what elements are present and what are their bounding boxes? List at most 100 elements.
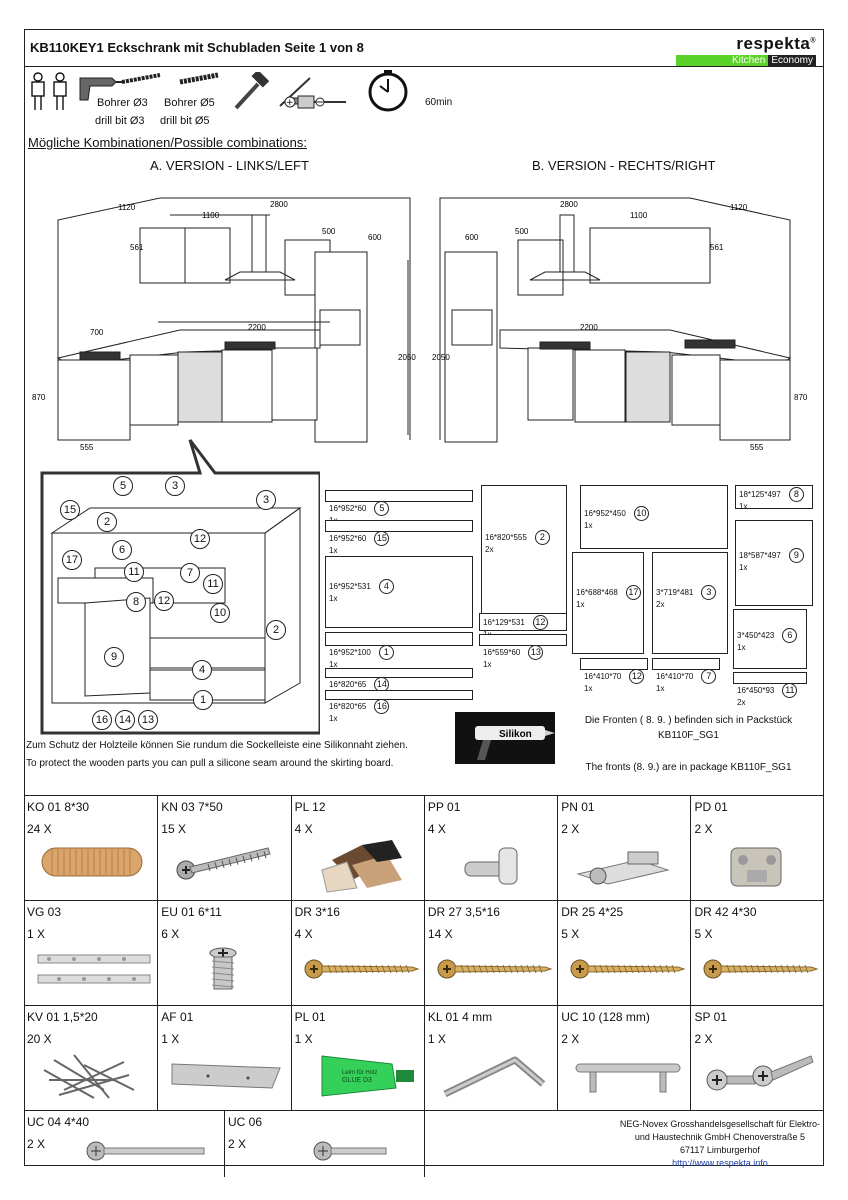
part-quantity: 1x [737, 643, 746, 653]
hardware-code: KL 01 4 mm [427, 1010, 493, 1024]
part-panel [580, 485, 728, 549]
fronts-note-de-2: KB110F_SG1 [658, 730, 719, 741]
hardware-cell: KV 01 1,5*20 20 X [24, 1006, 157, 1110]
hammer-icon [234, 72, 270, 110]
dim-600-b: 600 [465, 233, 479, 242]
callout-number: 2 [266, 620, 286, 640]
dim-2800-a: 2800 [270, 200, 288, 209]
part-dimensions: 3*719*481 [656, 588, 694, 598]
euro-screw-icon [209, 947, 237, 990]
hardware-cell: PL 12 4 X [290, 796, 424, 900]
part-panel [325, 556, 473, 628]
part-dimensions: 16*410*70 [584, 672, 622, 681]
part-number: 10 [633, 505, 649, 521]
hardware-code: UC 06 [228, 1115, 263, 1129]
dim-1100-b: 1100 [630, 211, 648, 220]
hardware-code: VG 03 [27, 905, 62, 919]
hardware-cell: PD 01 2 X [690, 796, 823, 900]
part-number: 5 [374, 501, 390, 516]
part-number: 3 [701, 585, 717, 601]
part-quantity: 1x [576, 600, 585, 610]
hardware-code: DR 3*16 [294, 905, 340, 919]
two-persons-icon [31, 72, 67, 110]
glue-label-2: GLUE D3 [342, 1077, 372, 1084]
callout-number: 12 [190, 529, 210, 549]
part-dimensions: 16*820*65 [329, 702, 367, 711]
svg-text:+: + [286, 98, 294, 108]
part-panel [481, 485, 567, 623]
part-dimensions: 16*952*60 [329, 534, 367, 543]
part-dimensions: 18*125*497 [739, 490, 781, 499]
company-address: NEG-Novex Grosshandelsgesellschaft für E… [424, 1111, 824, 1177]
drill-bit-5-en: drill bit Ø5 [160, 115, 210, 127]
handle-icon [575, 1063, 681, 1093]
page-title: KB110KEY1 Eckschrank mit Schubladen Seit… [30, 40, 364, 55]
wood-screw-icon [703, 959, 820, 979]
hardware-qty: 6 X [161, 927, 180, 941]
address-line-2: und Haustechnik GmbH Chenoverstraße 5 [634, 1132, 805, 1142]
hardware-cell: PP 01 4 X [423, 796, 557, 900]
version-b-label: B. VERSION - RECHTS/RIGHT [532, 158, 716, 173]
brand-reg: ® [810, 37, 816, 45]
hardware-qty: 4 X [294, 927, 313, 941]
callout-number: 2 [97, 512, 117, 532]
part-dimensions: 3*450*423 [737, 631, 775, 641]
callout-number: 16 [92, 710, 112, 730]
part-dimensions: 16*688*468 [576, 588, 618, 598]
address-line-1: NEG-Novex Grosshandelsgesellschaft für E… [619, 1119, 820, 1129]
silicone-note-de: Zum Schutz der Holzteile können Sie rund… [26, 740, 408, 751]
drill-bit-3-en: drill bit Ø3 [95, 115, 145, 127]
part-dimensions: 16*952*100 [329, 648, 371, 657]
assembly-time: 60min [425, 97, 453, 108]
hardware-code: UC 10 (128 mm) [561, 1010, 650, 1024]
dim-2050-b: 2050 [432, 353, 450, 362]
hardware-qty: 5 X [561, 927, 580, 941]
callout-number: 6 [112, 540, 132, 560]
hardware-code: DR 25 4*25 [561, 905, 624, 919]
part-dimensions: 16*559*60 [483, 648, 521, 657]
callout-number: 3 [165, 476, 185, 496]
callout-number: 4 [192, 660, 212, 680]
hardware-grid: KO 01 8*30 24 X KN 03 7*50 15 X PL 12 4 … [24, 795, 824, 1177]
mounting-plate-icon [730, 847, 782, 887]
part-dimensions: 16*820*555 [485, 533, 527, 543]
dim-555-b: 555 [750, 443, 764, 452]
silicone-notes: Zum Schutz der Holzteile können Sie rund… [26, 737, 408, 773]
hardware-code: PL 01 [294, 1010, 326, 1024]
hardware-cell: VG 03 1 X [24, 901, 157, 1005]
hardware-code: SP 01 [694, 1010, 727, 1024]
part-label: 16*688*468 17 1x [576, 585, 641, 609]
part-number: 4 [378, 579, 394, 595]
hardware-qty: 2 X [694, 1032, 713, 1046]
part-quantity: 1x [483, 660, 492, 669]
hardware-cell: AF 01 1 X [157, 1006, 290, 1110]
drill-bit-5-de: Bohrer Ø5 [164, 97, 215, 109]
part-quantity: 1x [584, 684, 593, 693]
callout-number: 7 [180, 563, 200, 583]
part-dimensions: 16*410*70 [656, 672, 694, 681]
hardware-code: EU 01 6*11 [161, 905, 222, 919]
hardware-qty: 4 X [294, 822, 313, 836]
hardware-cell-uc04: UC 04 4*40 2 X [24, 1111, 224, 1177]
part-panel [580, 658, 648, 670]
hardware-qty: 2 X [27, 1137, 46, 1151]
wood-screw-icon [570, 959, 686, 979]
part-number: 17 [625, 585, 641, 601]
part-panel [479, 634, 567, 646]
part-panel [325, 490, 473, 502]
website-link[interactable]: http://www.respekta.info [672, 1158, 768, 1168]
callout-number: 8 [126, 592, 146, 612]
wood-screw-icon [437, 959, 553, 979]
hardware-qty: 2 X [694, 822, 713, 836]
dim-1100-a: 1100 [202, 211, 220, 220]
color-samples-icon [321, 840, 402, 893]
hardware-cell: DR 42 4*30 5 X [690, 901, 823, 1005]
